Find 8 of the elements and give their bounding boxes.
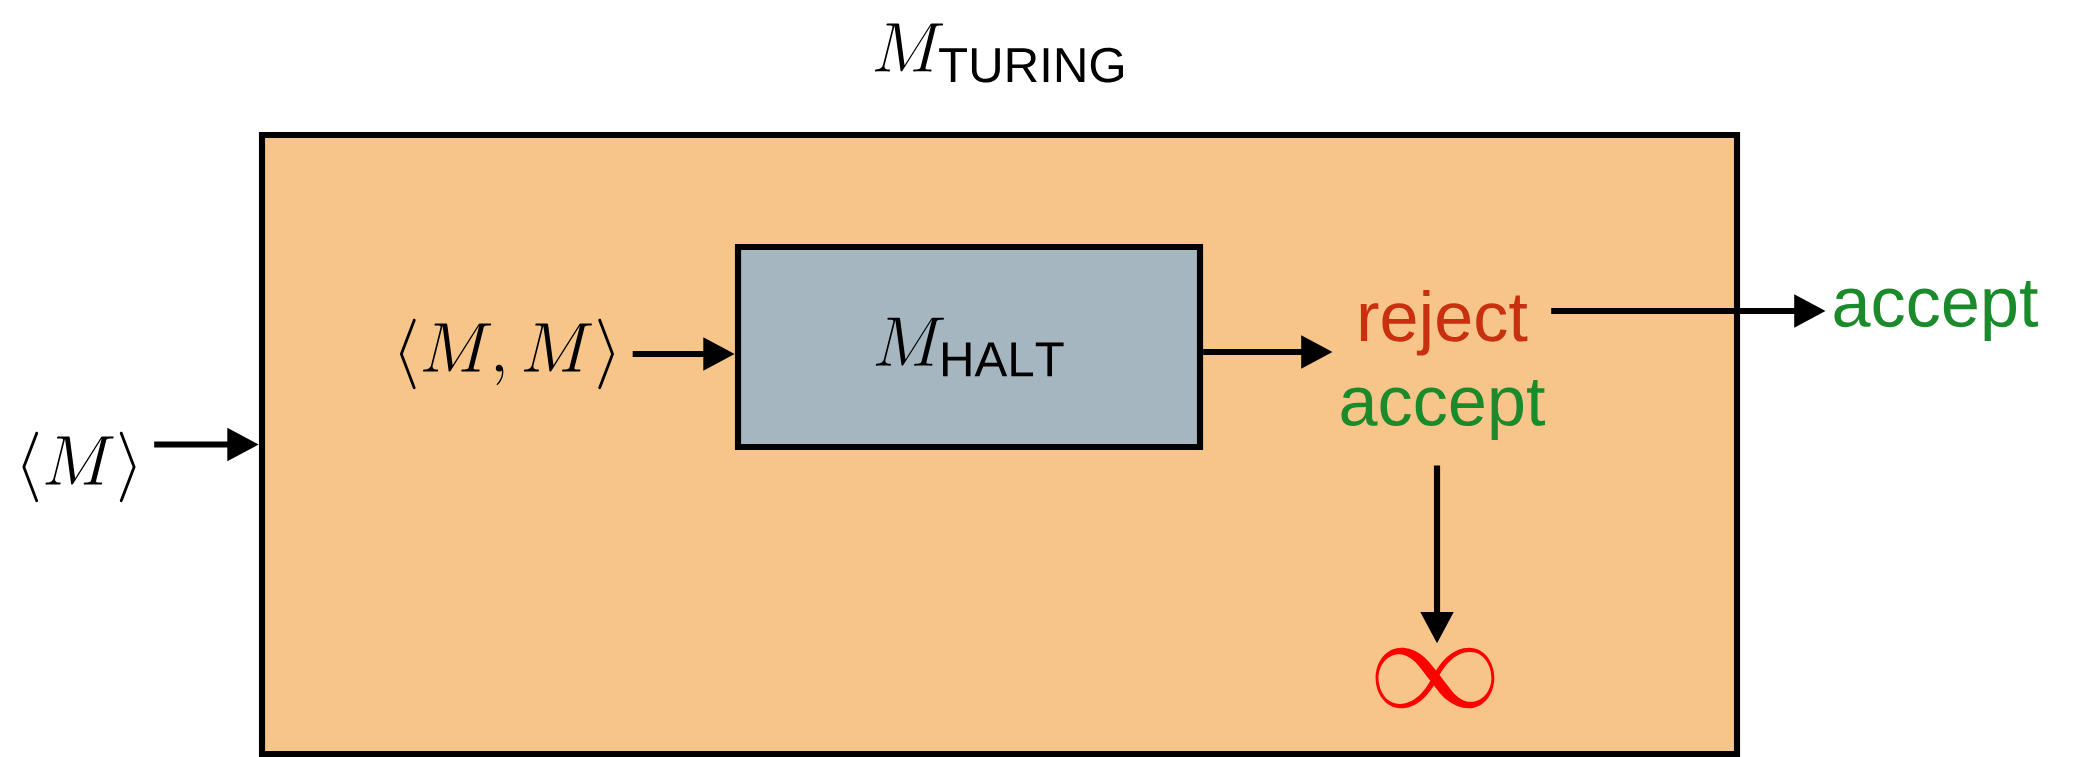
label-text: accept — [1834, 281, 2038, 341]
input-label: $\langle M, M \rangle$ — [400, 318, 614, 390]
label-text: reject — [1360, 290, 1528, 356]
input-label: $\langle M \rangle$ — [22, 431, 136, 503]
inner-box: $M_{\mathrm{HALT}}$ — [734, 243, 1204, 451]
label-text: accept — [1341, 379, 1545, 440]
box-title: $M_{\mathrm{TURING}}$ — [874, 23, 1123, 83]
infinity-symbol: $\infty$ — [1375, 647, 1495, 709]
